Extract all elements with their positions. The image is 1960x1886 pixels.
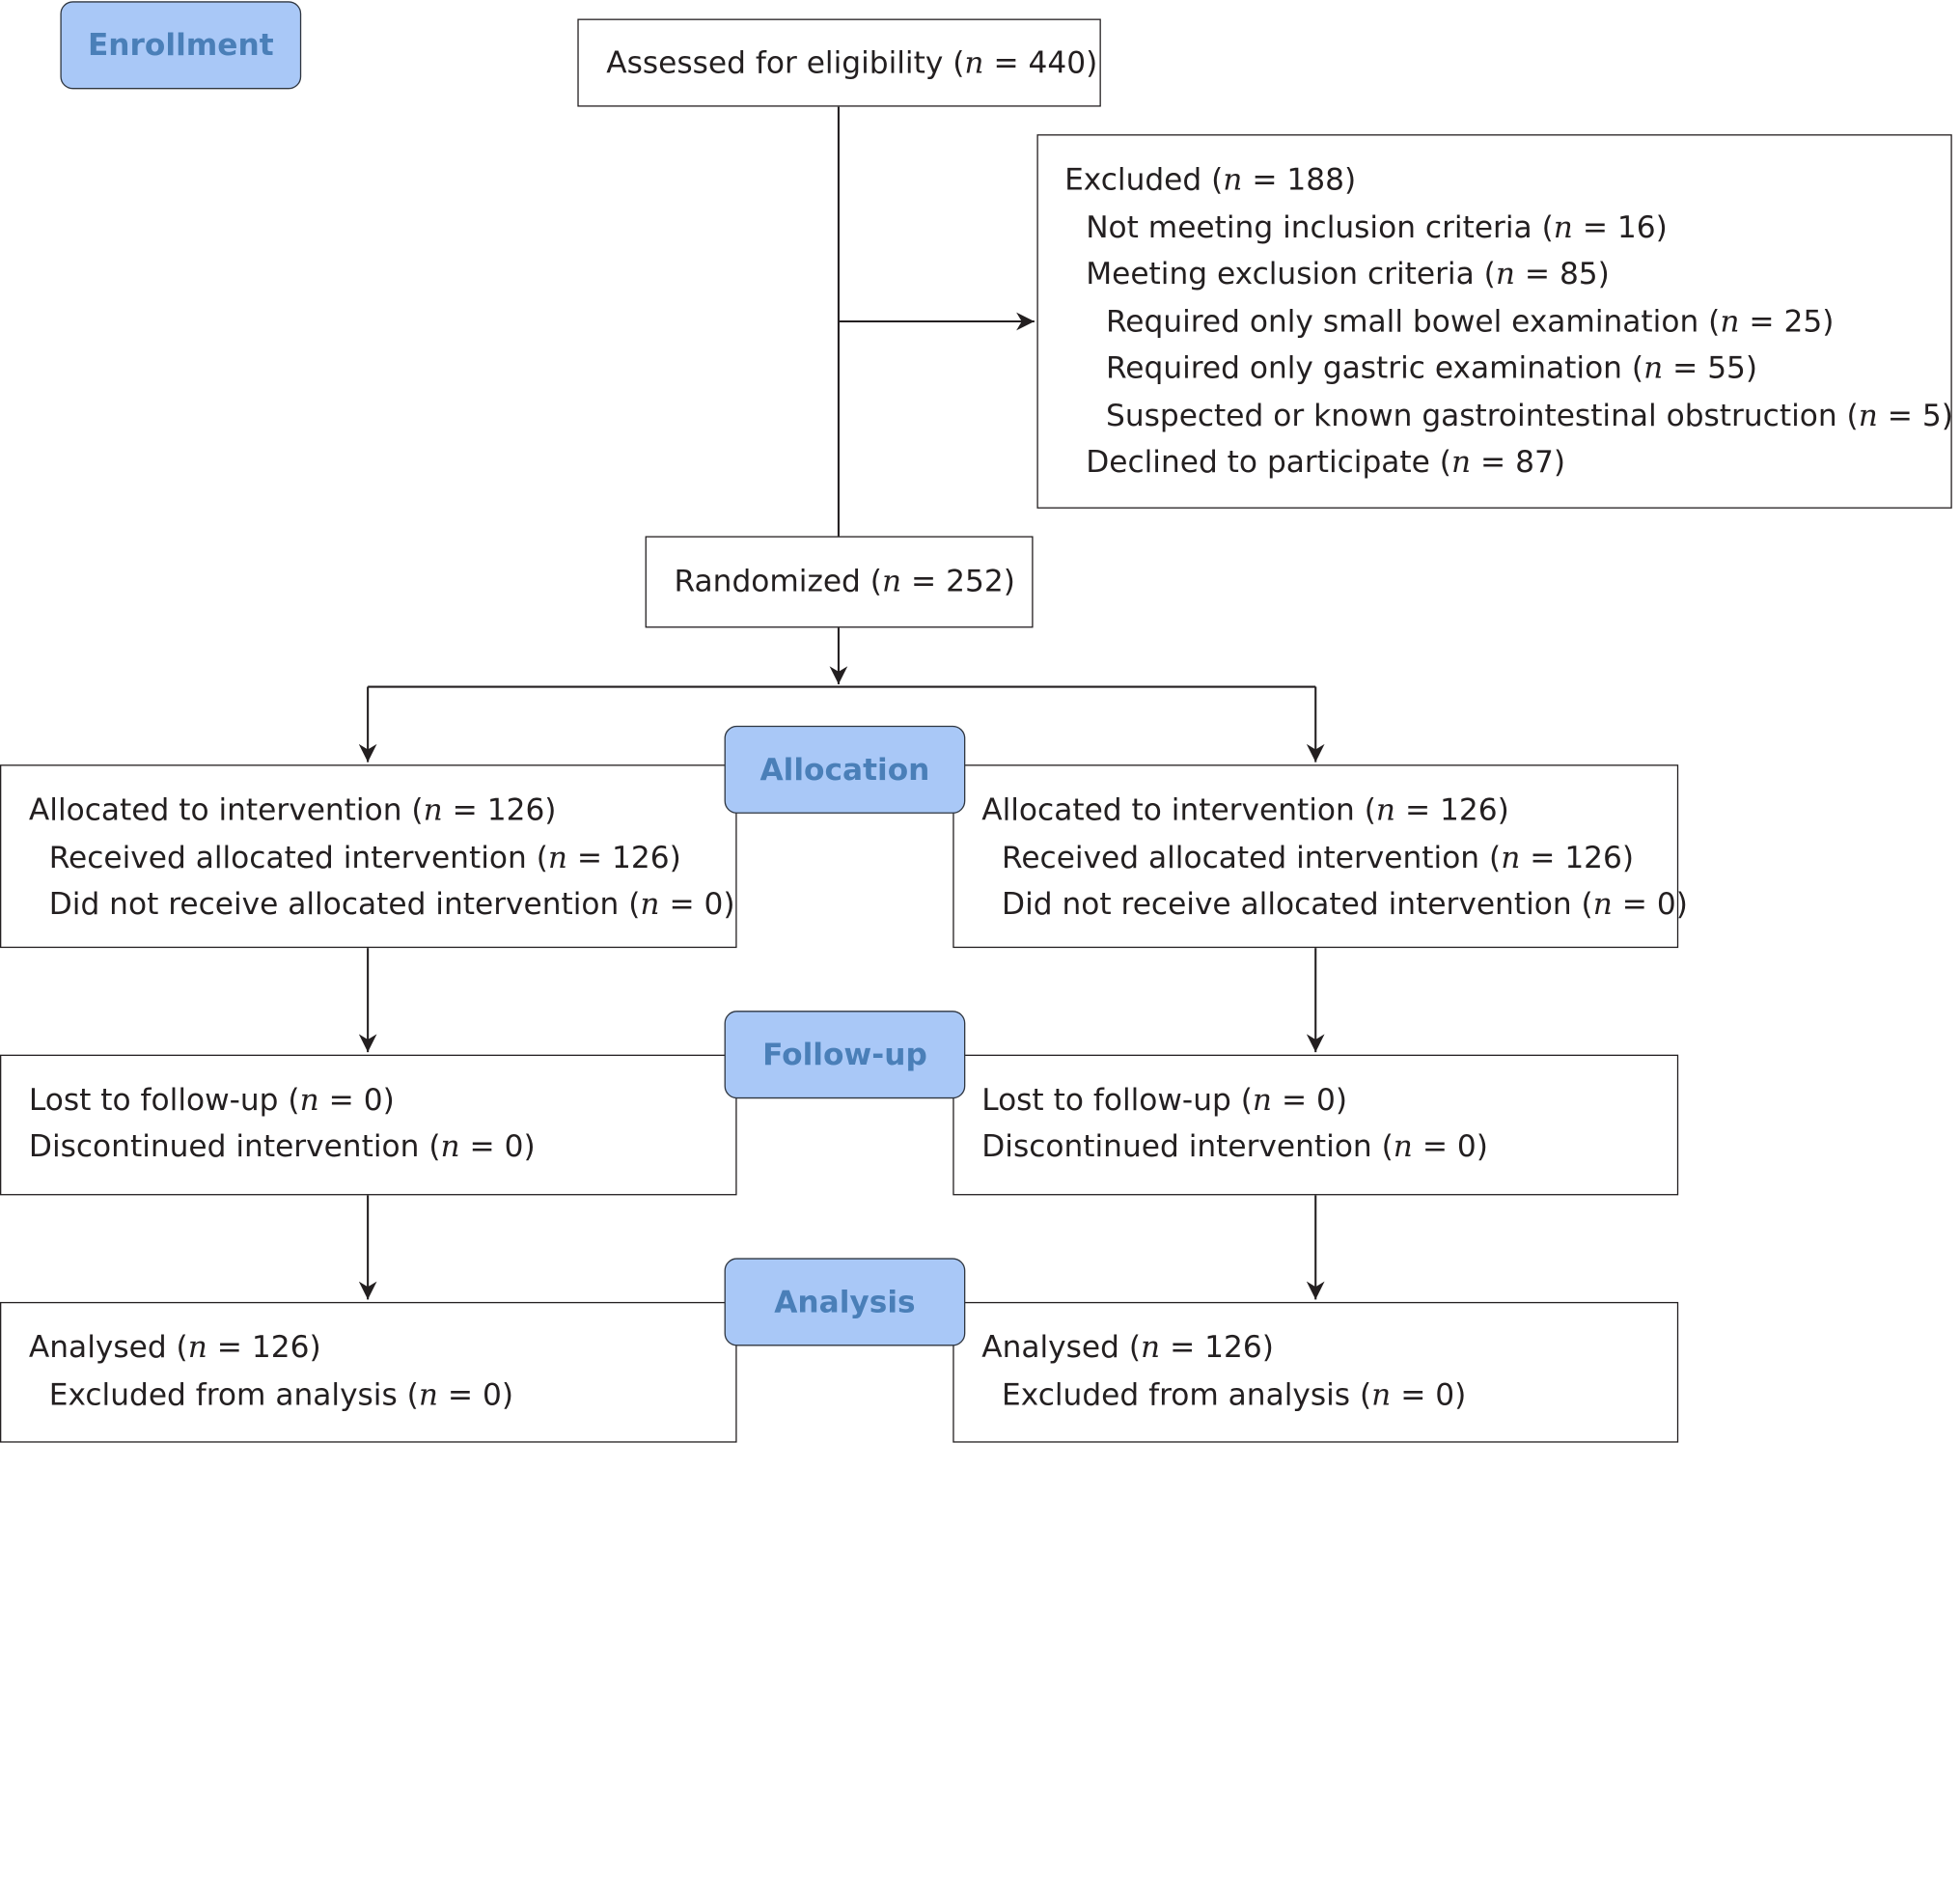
right-lost: Lost to follow-up (n = 0)	[981, 1082, 1348, 1118]
connector-lines	[358, 106, 1325, 1300]
excluded-box: Excluded (n = 188) Not meeting inclusion…	[1036, 134, 1953, 509]
excluded-exclusion-criteria: Meeting exclusion criteria (n = 85)	[1086, 256, 1610, 291]
left-lost: Lost to follow-up (n = 0)	[28, 1082, 395, 1118]
randomized-box: Randomized (n = 252)	[645, 536, 1034, 628]
allocation-stage-label: Allocation	[724, 725, 966, 814]
left-allocation-box: Allocated to intervention (n = 126) Rece…	[0, 764, 737, 949]
followup-stage-label: Follow-up	[724, 1011, 966, 1099]
left-analysis-box: Analysed (n = 126) Excluded from analysi…	[0, 1301, 737, 1443]
excluded-inclusion-criteria: Not meeting inclusion criteria (n = 16)	[1086, 209, 1668, 245]
right-allocated: Allocated to intervention (n = 126)	[981, 791, 1509, 828]
enrollment-stage-text: Enrollment	[87, 27, 274, 64]
assessed-box: Assessed for eligibility (n = 440)	[577, 18, 1101, 107]
excluded-total: Excluded (n = 188)	[1064, 161, 1357, 198]
left-not-received: Did not receive allocated intervention (…	[48, 886, 735, 922]
right-followup-box: Lost to follow-up (n = 0) Discontinued i…	[952, 1054, 1679, 1196]
assessed-text: Assessed for eligibility (n = 440)	[606, 44, 1098, 81]
left-followup-box: Lost to follow-up (n = 0) Discontinued i…	[0, 1054, 737, 1196]
right-analysed: Analysed (n = 126)	[981, 1329, 1274, 1365]
right-discontinued: Discontinued intervention (n = 0)	[981, 1128, 1488, 1164]
analysis-stage-text: Analysis	[774, 1284, 916, 1320]
left-allocated: Allocated to intervention (n = 126)	[28, 791, 557, 828]
excluded-declined: Declined to participate (n = 87)	[1086, 444, 1566, 480]
allocation-stage-text: Allocation	[759, 752, 930, 788]
excluded-gastric: Required only gastric examination (n = 5…	[1106, 349, 1758, 386]
right-allocation-box: Allocated to intervention (n = 126) Rece…	[952, 764, 1688, 949]
left-analysed: Analysed (n = 126)	[28, 1329, 321, 1365]
left-excluded-analysis: Excluded from analysis (n = 0)	[48, 1376, 514, 1413]
excluded-small-bowel: Required only small bowel examination (n…	[1106, 303, 1835, 340]
left-received: Received allocated intervention (n = 126…	[48, 840, 681, 875]
right-not-received: Did not receive allocated intervention (…	[1002, 886, 1688, 922]
right-excluded-analysis: Excluded from analysis (n = 0)	[1002, 1376, 1467, 1413]
analysis-stage-label: Analysis	[724, 1258, 966, 1346]
randomized-text: Randomized (n = 252)	[674, 564, 1015, 599]
right-received: Received allocated intervention (n = 126…	[1002, 840, 1635, 875]
left-discontinued: Discontinued intervention (n = 0)	[28, 1128, 536, 1164]
right-analysis-box: Analysed (n = 126) Excluded from analysi…	[952, 1301, 1679, 1443]
followup-stage-text: Follow-up	[762, 1037, 927, 1072]
enrollment-stage-label: Enrollment	[60, 1, 302, 90]
excluded-obstruction: Suspected or known gastrointestinal obst…	[1106, 398, 1953, 433]
